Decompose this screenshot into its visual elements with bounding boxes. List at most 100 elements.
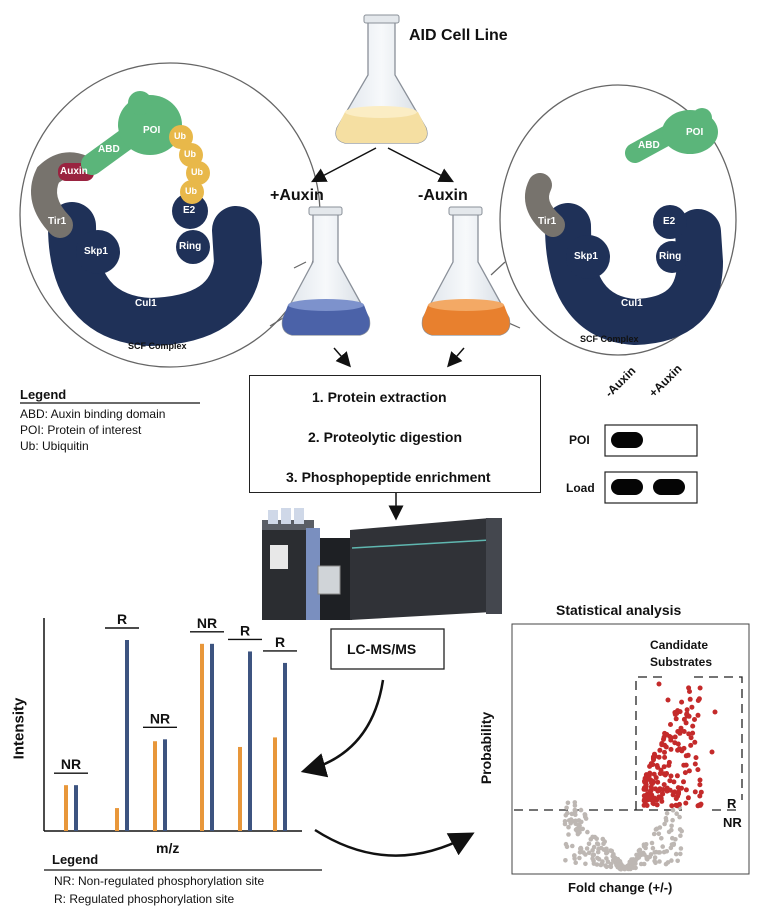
volcano-point (595, 849, 601, 855)
stats-title: Statistical analysis (556, 602, 682, 618)
volcano-point (698, 789, 704, 795)
volcano-point (601, 841, 606, 846)
volcano-point (645, 794, 651, 799)
volcano-point (657, 747, 663, 753)
volcano-point (667, 778, 673, 784)
volcano-point (564, 844, 570, 850)
volcano-point (563, 858, 568, 863)
volcano-point (591, 844, 597, 850)
volcano-point (586, 841, 592, 847)
volcano-point (675, 708, 681, 714)
volcano-point (649, 762, 655, 768)
legend-top-item: POI: Protein of interest (20, 423, 142, 437)
step-1: 1. Protein extraction (312, 389, 447, 405)
volcano-point (652, 850, 657, 855)
volcano-point (565, 800, 571, 806)
volcano-point (584, 846, 590, 851)
spectrum-xlabel: m/z (156, 840, 180, 856)
volcano-point (591, 852, 597, 858)
label-poi-right: POI (686, 127, 704, 138)
volcano-point (655, 779, 661, 785)
volcano-point (697, 777, 703, 783)
volcano-point (659, 798, 665, 804)
volcano-point (675, 858, 680, 864)
plus-auxin-label: +Auxin (270, 187, 324, 204)
volcano-point (681, 762, 687, 768)
volcano-point (656, 850, 661, 855)
spectrum-bar (153, 741, 157, 831)
volcano-point (664, 732, 670, 737)
volcano-point (631, 861, 636, 866)
band-load-plus (653, 479, 685, 495)
volcano-point (645, 775, 651, 781)
volcano-point (692, 761, 698, 767)
volcano-point (692, 717, 697, 722)
volcano-point (681, 779, 686, 785)
western-row-load: Load (566, 481, 595, 495)
group-label: R (117, 611, 127, 627)
volcano-point (649, 796, 655, 802)
threshold-label-r: R (727, 796, 737, 811)
volcano-point (662, 821, 667, 827)
volcano-point (572, 807, 578, 813)
volcano-point (674, 773, 680, 779)
volcano-point (614, 862, 619, 868)
volcano-point (631, 857, 636, 862)
legend-top-title: Legend (20, 387, 67, 402)
legend-top-item: ABD: Auxin binding domain (20, 407, 166, 421)
volcano-point (682, 770, 688, 776)
volcano-point (676, 791, 681, 797)
volcano-point (690, 723, 696, 729)
volcano-point (668, 773, 674, 779)
volcano-point (675, 729, 681, 734)
group-label: NR (197, 615, 217, 631)
lc-ms-label: LC-MS/MS (347, 641, 417, 657)
volcano-point (664, 849, 670, 854)
volcano-point (665, 697, 671, 703)
volcano-point (651, 771, 657, 777)
volcano-point (686, 731, 692, 737)
volcano-point (698, 801, 704, 807)
volcano-point (568, 817, 574, 822)
scf-complex-left (31, 91, 263, 347)
volcano-point (595, 841, 601, 847)
volcano-point (604, 856, 609, 861)
volcano-point (659, 836, 664, 841)
volcano-point (689, 704, 695, 710)
legend-bottom-item: NR: Non-regulated phosphorylation site (54, 874, 265, 888)
volcano-point (648, 784, 654, 790)
volcano-point (673, 716, 679, 722)
volcano-point (618, 865, 623, 871)
volcano-point (662, 754, 668, 760)
volcano-point (641, 797, 647, 803)
volcano-point (598, 862, 604, 868)
volcano-point (578, 807, 584, 813)
label-ub4-left: Ub (185, 186, 197, 196)
volcano-point (695, 767, 701, 773)
stats-xlabel: Fold change (+/-) (568, 880, 673, 895)
label-ub1-left: Ub (174, 131, 186, 141)
volcano-point (671, 779, 677, 785)
volcano-point (692, 739, 698, 745)
volcano-point (627, 859, 633, 865)
legend-bottom-item: R: Regulated phosphorylation site (54, 892, 235, 906)
label-ring-right: Ring (659, 251, 682, 262)
volcano-point (669, 823, 674, 829)
volcano-point (672, 734, 678, 740)
volcano-point (652, 855, 658, 860)
volcano-point (685, 752, 691, 758)
volcano-point (672, 711, 678, 717)
candidate-label-2: Substrates (650, 655, 713, 669)
volcano-point (695, 712, 701, 718)
volcano-point (643, 842, 649, 847)
arrow-spectrum-to-stats (314, 828, 475, 857)
volcano-point (591, 861, 597, 866)
volcano-point (668, 746, 674, 752)
volcano-point (697, 793, 703, 799)
volcano-point (604, 864, 609, 870)
volcano-point (595, 855, 600, 861)
volcano-point (644, 803, 650, 808)
volcano-point (666, 829, 672, 835)
volcano-point (688, 742, 694, 748)
volcano-point (669, 803, 675, 809)
